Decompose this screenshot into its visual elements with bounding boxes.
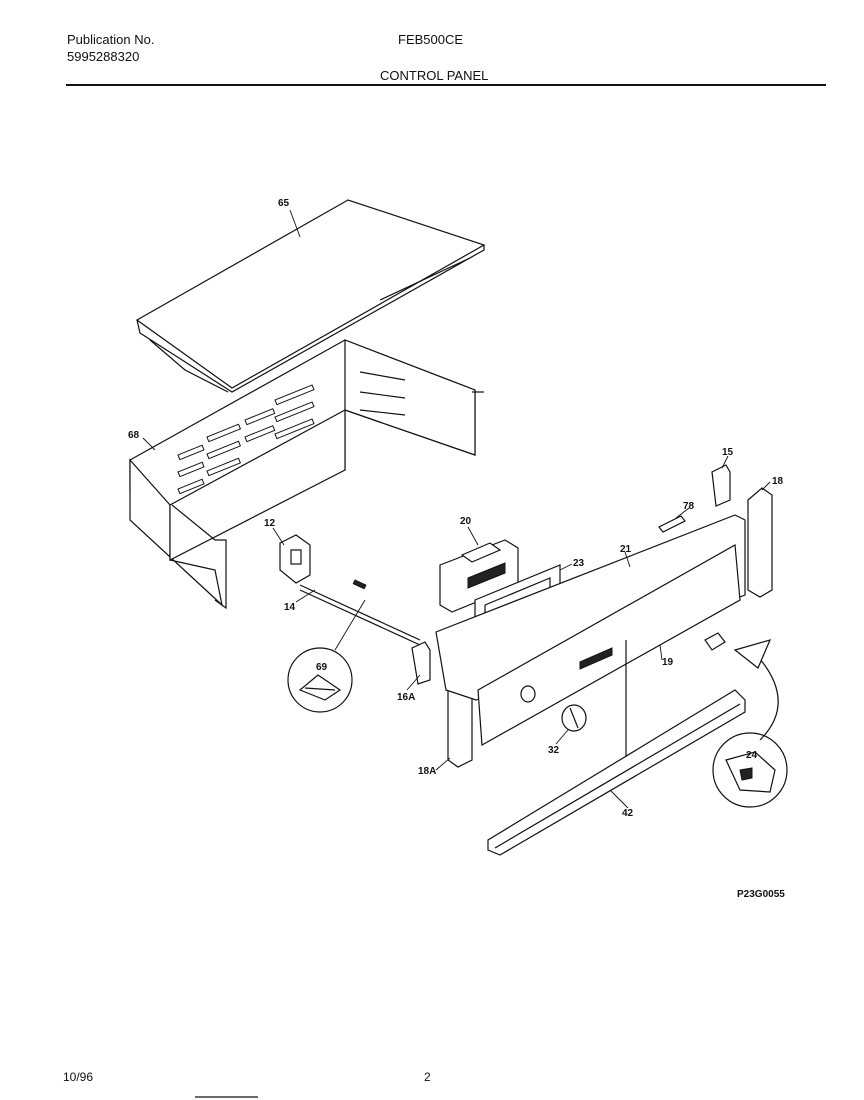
header-rule (66, 84, 826, 86)
part-15-bracket (711, 464, 731, 507)
part-21-panel (435, 514, 746, 760)
part-19-switch (704, 632, 726, 651)
callout-12: 12 (264, 518, 276, 529)
part-14-rod (299, 579, 421, 646)
callout-65: 65 (278, 198, 290, 209)
diagram-code: P23G0055 (737, 889, 785, 900)
callout-24: 24 (746, 750, 758, 761)
callout-23: 23 (573, 558, 585, 569)
part-69-screw-detail (287, 599, 366, 713)
callout-19: 19 (662, 657, 674, 668)
model-number: FEB500CE (398, 32, 464, 47)
part-68-housing (129, 339, 484, 610)
part-16a-bracket (411, 641, 431, 685)
part-42-trim-strip (487, 689, 746, 856)
callout-20: 20 (460, 516, 472, 527)
footer-date: 10/96 (63, 1070, 94, 1084)
callout-15: 15 (722, 447, 734, 458)
callout-18: 18 (772, 476, 784, 487)
callout-21: 21 (620, 544, 632, 555)
publication-number: 5995288320 (67, 49, 140, 64)
housing-vent-slots (177, 371, 406, 495)
callout-32: 32 (548, 745, 560, 756)
callout-18a: 18A (418, 766, 436, 777)
part-18-endcap (747, 487, 773, 598)
callout-69: 69 (316, 662, 328, 673)
leader-lines (142, 209, 771, 809)
part-20-control (439, 539, 519, 613)
page-number: 2 (424, 1070, 431, 1084)
callout-68: 68 (128, 430, 140, 441)
callout-16a: 16A (397, 692, 415, 703)
publication-label: Publication No. (67, 32, 155, 47)
callout-14: 14 (284, 602, 296, 613)
part-32-knob (561, 704, 587, 732)
callout-78: 78 (683, 501, 695, 512)
part-78-clip (658, 515, 686, 533)
part-65-cover (135, 199, 486, 393)
section-title: CONTROL PANEL (380, 68, 489, 83)
part-12-bracket (279, 534, 311, 584)
callout-labels: 65 68 12 14 69 16A 18A 20 23 21 78 15 18… (128, 198, 784, 819)
callout-42: 42 (622, 808, 634, 819)
part-24-switch-detail (712, 639, 788, 808)
